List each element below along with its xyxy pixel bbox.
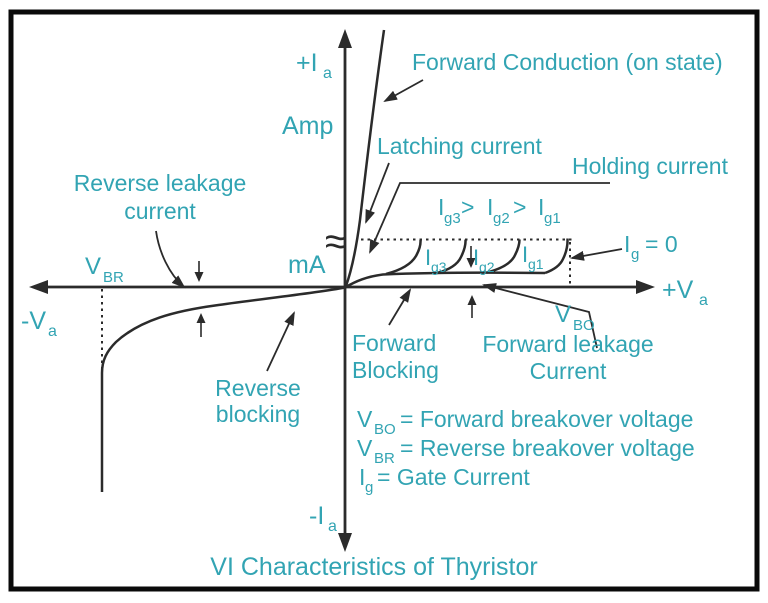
ig0-pointer <box>570 248 623 261</box>
figure-border <box>8 9 760 592</box>
ig2-curve-label: I <box>473 245 479 270</box>
neg-voltage-axis-sub: a <box>48 323 57 340</box>
breakover-curve-ig3 <box>385 239 422 276</box>
neg-current-axis-label: -I <box>309 502 324 530</box>
ig2-curve-label-sub: g2 <box>479 259 495 275</box>
axis-break-symbol: ≈ <box>325 220 347 264</box>
vbr-label-sub: BR <box>103 269 124 286</box>
vbo-label-sub: BO <box>573 317 595 334</box>
gate-inequality-sub3: g1 <box>544 210 561 227</box>
gate-inequality-i2: I <box>487 194 493 220</box>
legend-vbo-symbol: V <box>357 406 373 432</box>
vbr-label: V <box>85 253 101 280</box>
holding-current-label: Holding current <box>572 153 729 179</box>
latching-current-pointer <box>365 162 390 224</box>
reverse-blocking-label-line1: Reverse <box>215 375 301 401</box>
reverse-leakage-label-line1: Reverse leakage <box>74 170 247 196</box>
pos-voltage-axis-label: +V <box>662 276 694 304</box>
reverse-blocking-pointer <box>266 311 295 372</box>
pos-current-axis-label: +I <box>296 49 318 77</box>
vbo-label: V <box>555 301 571 328</box>
legend-vbr-symbol: V <box>357 435 373 461</box>
forward-conduction-label: Forward Conduction (on state) <box>412 49 723 75</box>
milliamp-unit-label: mA <box>288 251 326 279</box>
reverse-blocking-label-line2: blocking <box>216 401 300 427</box>
neg-current-axis-sub: a <box>328 518 337 535</box>
gate-inequality-gt2: > <box>513 194 526 220</box>
gate-inequality-sub1: g3 <box>444 210 461 227</box>
forward-blocking-label-line1: Forward <box>352 330 436 356</box>
ig0-label-rest: = 0 <box>645 231 678 257</box>
pos-voltage-axis-sub: a <box>699 292 708 309</box>
legend-vbo-definition: = Forward breakover voltage <box>400 406 693 432</box>
gate-inequality-i3: I <box>538 194 544 220</box>
gate-inequality-i1: I <box>438 194 444 220</box>
legend-vbr-symbol-sub: BR <box>374 450 395 467</box>
legend-vbo-symbol-sub: BO <box>374 421 396 438</box>
reverse-leakage-pointer <box>155 230 186 289</box>
legend-ig-symbol-sub: g <box>365 479 373 496</box>
holding-current-pointer <box>369 182 610 254</box>
gate-inequality-sub2: g2 <box>493 210 510 227</box>
forward-leakage-label-line2: Current <box>530 358 607 384</box>
legend-ig-definition: = Gate Current <box>377 464 530 490</box>
latching-current-label: Latching current <box>377 133 543 159</box>
reverse-characteristic-curve <box>100 286 346 492</box>
ig1-curve-label-sub: g1 <box>528 256 544 272</box>
legend-ig-symbol: I <box>359 464 365 490</box>
ig3-curve-label: I <box>425 245 431 270</box>
ig3-curve-label-sub: g3 <box>431 259 447 275</box>
ig0-label: I <box>624 231 630 257</box>
forward-blocking-pointer <box>388 288 412 326</box>
reverse-leakage-label-line2: current <box>124 198 196 224</box>
ig1-curve-label: I <box>522 242 528 267</box>
forward-leakage-label-line1: Forward leakage <box>482 331 653 357</box>
forward-blocking-label-line2: Blocking <box>352 357 439 383</box>
breakover-curve-ig2 <box>436 239 467 275</box>
ig0-label-sub: g <box>631 246 639 263</box>
gate-inequality-gt1: > <box>461 194 474 220</box>
forward-conduction-curve <box>344 29 386 287</box>
legend-vbr-definition: = Reverse breakover voltage <box>400 435 695 461</box>
neg-voltage-axis-label: -V <box>21 307 46 335</box>
forward-blocking-curve <box>344 271 546 289</box>
forward-conduction-pointer <box>383 79 424 102</box>
breakover-curve-ig0 <box>544 238 569 275</box>
amp-unit-label: Amp <box>282 112 333 140</box>
forward-leakage-pointer <box>482 283 598 349</box>
figure-title: VI Characteristics of Thyristor <box>210 553 537 581</box>
pos-current-axis-sub: a <box>323 65 332 82</box>
breakover-curve-ig1 <box>486 239 521 274</box>
